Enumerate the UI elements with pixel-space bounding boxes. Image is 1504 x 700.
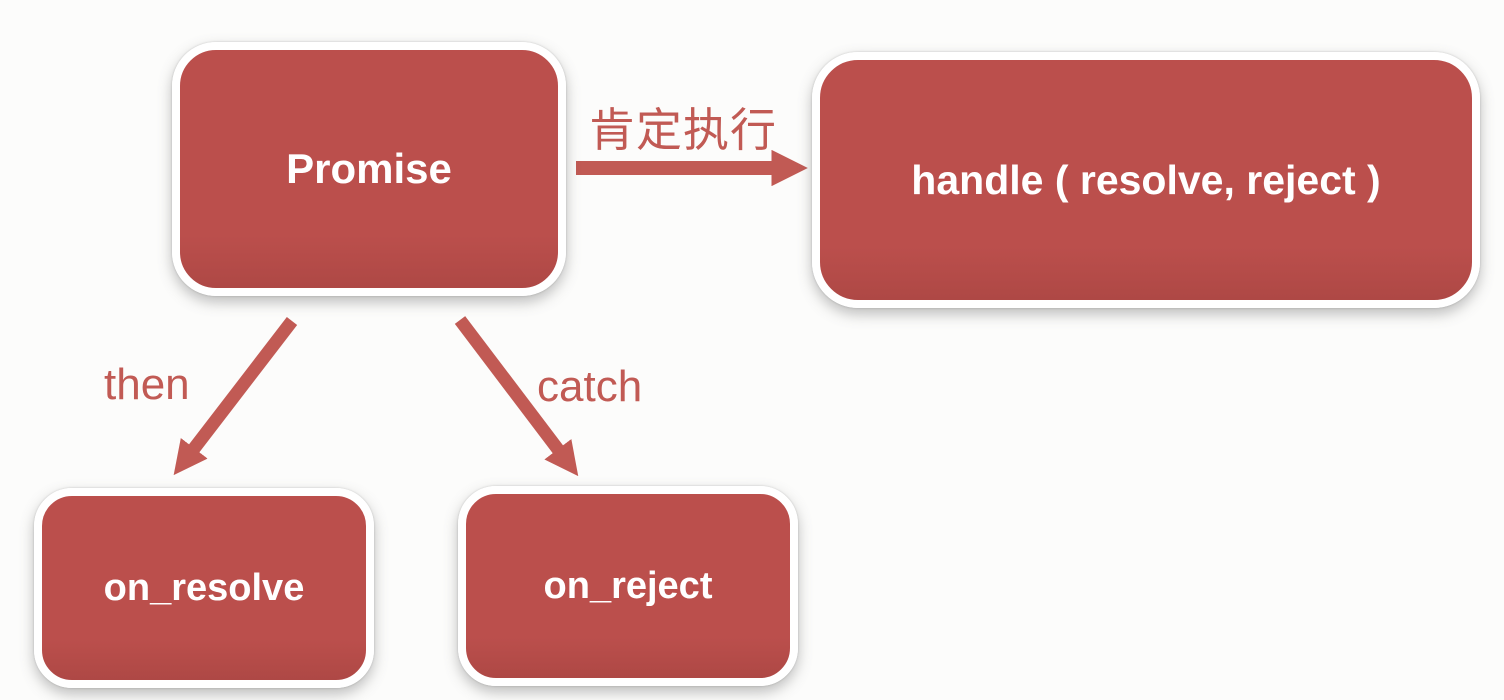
node-on-reject: on_reject: [458, 486, 798, 686]
node-on-resolve: on_resolve: [34, 488, 374, 688]
node-on-resolve-label: on_resolve: [103, 566, 305, 609]
node-on-reject-label: on_reject: [543, 564, 713, 607]
node-handle-label: handle ( resolve, reject ): [911, 156, 1381, 203]
node-promise-label: Promise: [286, 145, 452, 192]
arrow-promise-to-on-resolve: [173, 317, 298, 476]
edge-label-catch: catch: [537, 362, 643, 411]
edge-label-certain-execution: 肯定执行: [589, 104, 777, 156]
node-handle: handle ( resolve, reject ): [812, 52, 1480, 308]
edge-label-then: then: [104, 360, 190, 409]
node-promise: Promise: [172, 42, 566, 296]
